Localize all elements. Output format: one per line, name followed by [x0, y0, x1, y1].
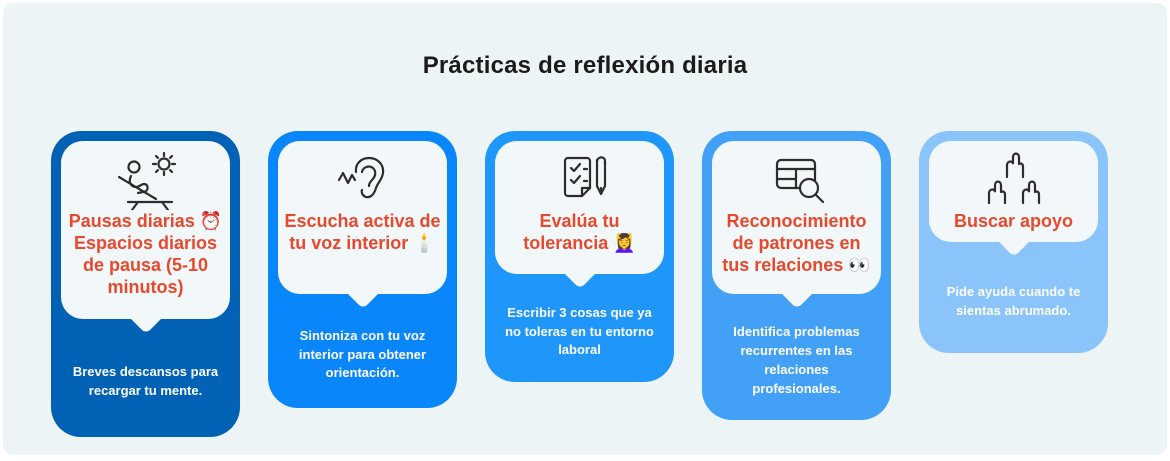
card-escucha-activa: Escucha activa de tu voz interior 🕯️ Sin…: [268, 131, 457, 408]
card-title: Evalúa tu tolerancia 💆‍♀️: [523, 211, 636, 253]
infographic-canvas: Prácticas de reflexión diaria Paus: [3, 3, 1167, 455]
cards-row: Pausas diarias ⏰ Espacios diarios de pau…: [51, 131, 1108, 437]
card-bubble: Reconocimiento de patrones en tus relaci…: [712, 141, 881, 309]
table-magnifier-icon: [765, 149, 829, 211]
card-bubble: Pausas diarias ⏰ Espacios diarios de pau…: [61, 141, 230, 334]
card-body: Sintoniza con tu voz interior para obten…: [298, 327, 427, 381]
card-evalua-tolerancia: Evalúa tu tolerancia 💆‍♀️ Escribir 3 cos…: [485, 131, 674, 382]
raised-hands-icon: [982, 149, 1046, 211]
card-reconocimiento-patrones: Reconocimiento de patrones en tus relaci…: [702, 131, 891, 420]
card-body: Pide ayuda cuando te sientas abrumado.: [946, 283, 1081, 318]
card-title: Buscar apoyo: [953, 211, 1074, 231]
lounge-chair-sun-icon: [114, 149, 178, 211]
card-body: Breves descansos para recargar tu mente.: [72, 364, 219, 398]
card-title: Pausas diarias ⏰ Espacios diarios de pau…: [68, 211, 223, 297]
card-body: Escribir 3 cosas que ya no toleras en tu…: [505, 304, 654, 358]
card-pausas-diarias: Pausas diarias ⏰ Espacios diarios de pau…: [51, 131, 240, 437]
card-bubble: Buscar apoyo: [929, 141, 1098, 257]
card-bubble: Evalúa tu tolerancia 💆‍♀️: [495, 141, 664, 289]
card-bubble: Escucha activa de tu voz interior 🕯️: [278, 141, 447, 309]
page-title: Prácticas de reflexión diaria: [422, 52, 748, 79]
card-buscar-apoyo: Buscar apoyo Pide ayuda cuando te sienta…: [919, 131, 1108, 353]
card-title: Escucha activa de tu voz interior 🕯️: [284, 211, 441, 253]
card-body: Identifica problemas recurrentes en las …: [733, 324, 860, 396]
checklist-pen-icon: [548, 149, 612, 211]
card-title: Reconocimiento de patrones en tus relaci…: [722, 211, 871, 275]
ear-listening-icon: [331, 149, 395, 211]
